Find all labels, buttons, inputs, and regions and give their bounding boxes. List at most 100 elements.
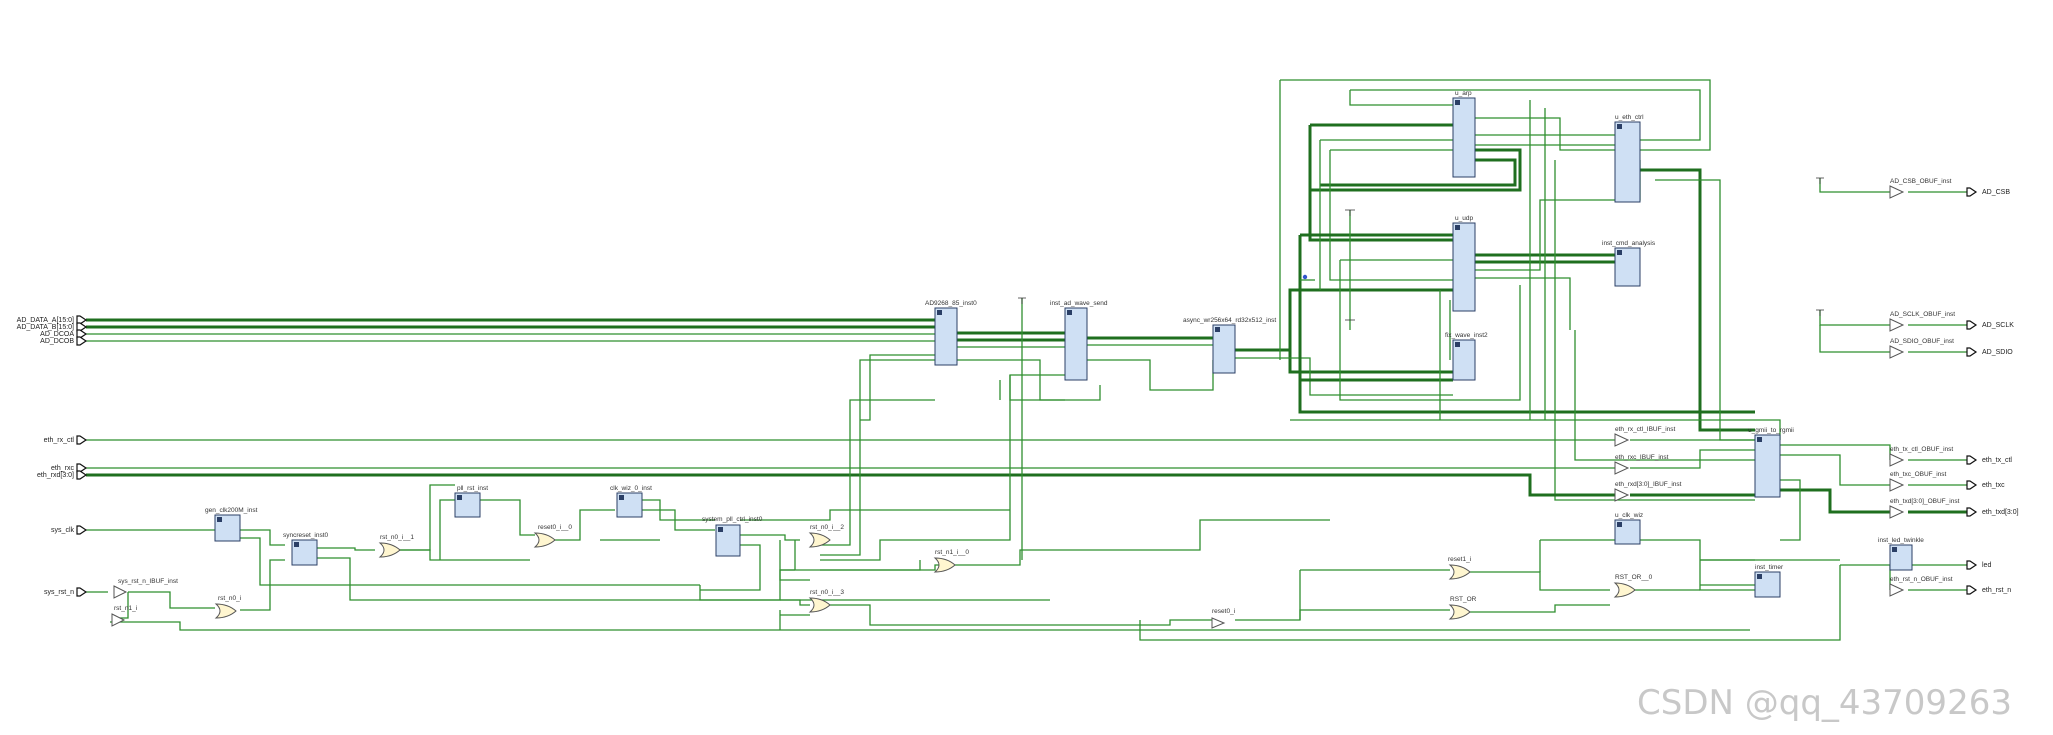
constants [1018, 177, 1824, 321]
gate-rst-or[interactable] [1448, 604, 1471, 620]
inverter-rst-n1-i[interactable] [111, 613, 126, 627]
block-label: inst_cmd_analysis [1602, 240, 1656, 247]
gate-reset0-i-0[interactable] [533, 532, 556, 548]
block-timer[interactable] [1754, 571, 1781, 598]
block-fix-wave[interactable] [1452, 339, 1476, 381]
port-eth-rx-ctl[interactable] [76, 435, 88, 445]
output-ports [1966, 187, 1978, 595]
block-async-fifo[interactable] [1212, 324, 1236, 374]
block-u-udp[interactable] [1452, 222, 1476, 312]
port-label: eth_tx_ctl [1982, 457, 2012, 464]
port-eth-rst-n[interactable] [1966, 585, 1978, 595]
port-led[interactable] [1966, 560, 1978, 570]
buffer-label: eth_rx_ctl_IBUF_inst [1615, 426, 1676, 433]
port-label: led [1982, 562, 1991, 569]
const-tie [1018, 297, 1026, 304]
buffer-eth-tx-ctl[interactable] [1889, 453, 1905, 467]
block-label: system_pll_ctrl_inst0 [702, 516, 763, 523]
block-pll-rst[interactable] [454, 492, 481, 518]
gate-labels: rst_n0_i rst_n1_i rst_n0_i__1 reset0_i__… [114, 524, 1653, 615]
gates [214, 532, 1636, 620]
block-label: AD9268_85_inst0 [925, 300, 977, 307]
block-label: u_eth_ctrl [1615, 114, 1644, 121]
gate-rst-n0-i-3[interactable] [808, 597, 831, 613]
nets [86, 79, 1970, 641]
block-u-gmii[interactable] [1754, 434, 1781, 498]
port-sys-clk[interactable] [76, 525, 88, 535]
port-label: AD_SCLK [1982, 322, 2014, 329]
const-tie [1816, 309, 1824, 316]
gate-rst-or-0[interactable] [1613, 582, 1636, 598]
gate-label: rst_n0_i [218, 595, 241, 602]
block-labels: gen_clk200M_inst syncreset_inst0 pll_rst… [205, 90, 1924, 571]
inverter-reset0-i[interactable] [1211, 617, 1226, 629]
buffer-eth-txd[interactable] [1889, 505, 1905, 519]
block-label: u_gmii_to_rgmii [1748, 427, 1794, 434]
blocks [214, 97, 1913, 598]
buffer-label: AD_SCLK_OBUF_inst [1890, 311, 1955, 318]
buffer-label: AD_SDIO_OBUF_inst [1890, 338, 1954, 345]
port-label: eth_rxc [51, 465, 74, 472]
gate-label: rst_n0_i__3 [810, 589, 844, 596]
input-ports [76, 315, 88, 597]
buffer-ad-sclk[interactable] [1889, 318, 1905, 332]
junction-dot [1302, 274, 1308, 280]
block-u-eth-ctrl[interactable] [1614, 121, 1641, 203]
port-label: AD_DCOA [40, 331, 74, 338]
gate-label: rst_n1_i__0 [935, 549, 969, 556]
buffer-label: sys_rst_n_IBUF_inst [118, 578, 178, 585]
port-ad-dcob[interactable] [76, 336, 88, 346]
buffer-ad-sdio[interactable] [1889, 345, 1905, 359]
port-sys-rst-n[interactable] [76, 587, 88, 597]
port-eth-txd[interactable] [1966, 507, 1978, 517]
port-label: eth_rst_n [1982, 587, 2011, 594]
gate-label: RST_OR__0 [1615, 574, 1653, 581]
buffer-eth-rst[interactable] [1889, 583, 1905, 597]
buffer-label: AD_CSB_OBUF_inst [1890, 178, 1952, 185]
port-label: AD_CSB [1982, 189, 2010, 196]
port-label: AD_DCOB [40, 338, 74, 345]
port-eth-tx-ctl[interactable] [1966, 455, 1978, 465]
buffer-eth-rx-ctl[interactable] [1614, 433, 1630, 447]
gate-rst-n0-i-1[interactable] [378, 542, 401, 558]
buffer-eth-rxc[interactable] [1614, 461, 1630, 475]
const-tie [1816, 177, 1824, 184]
block-label: clk_wiz_0_inst [610, 485, 652, 492]
port-label: AD_DATA_B[15:0] [17, 324, 74, 331]
port-ad-sclk[interactable] [1966, 320, 1978, 330]
gate-label: rst_n1_i [114, 605, 137, 612]
buffer-label: eth_rxc_IBUF_inst [1615, 454, 1669, 461]
block-label: u_clk_wiz [1615, 512, 1643, 519]
block-label: fix_wave_inst2 [1445, 332, 1488, 339]
block-u-arp[interactable] [1452, 97, 1476, 178]
const-tie [1345, 209, 1355, 216]
buffer-ad-csb[interactable] [1889, 185, 1905, 199]
gate-rst-n1-i-0[interactable] [933, 557, 956, 573]
buffer-sys-rst[interactable] [113, 585, 128, 599]
buffer-label: eth_txc_OBUF_inst [1890, 471, 1947, 478]
block-ad-wave-send[interactable] [1064, 307, 1088, 381]
gate-rst-n0-i-2[interactable] [808, 532, 831, 548]
buffers [113, 185, 1905, 599]
block-label: gen_clk200M_inst [205, 507, 258, 514]
buffer-label: eth_rst_n_OBUF_inst [1890, 576, 1953, 583]
port-eth-rxd[interactable] [76, 470, 88, 480]
gate-reset1-i[interactable] [1448, 564, 1471, 580]
port-ad-csb[interactable] [1966, 187, 1978, 197]
block-label: pll_rst_inst [457, 485, 488, 492]
port-ad-sdio[interactable] [1966, 347, 1978, 357]
port-eth-txc[interactable] [1966, 480, 1978, 490]
block-clk-wiz[interactable] [616, 492, 643, 518]
buffer-eth-txc[interactable] [1889, 478, 1905, 492]
gate-label: rst_n0_i__2 [810, 524, 844, 531]
block-label: async_wr256x64_rd32x512_inst [1183, 317, 1276, 324]
gate-rst-n0-i[interactable] [214, 603, 237, 619]
gate-label: reset1_i [1448, 556, 1471, 563]
block-ad9268[interactable] [934, 307, 958, 366]
buffer-label: eth_rxd[3:0]_IBUF_inst [1615, 481, 1682, 488]
port-label: sys_rst_n [44, 589, 74, 596]
gate-label: rst_n0_i__1 [380, 534, 414, 541]
buffer-eth-rxd[interactable] [1614, 488, 1630, 502]
block-label: syncreset_inst0 [283, 532, 329, 539]
